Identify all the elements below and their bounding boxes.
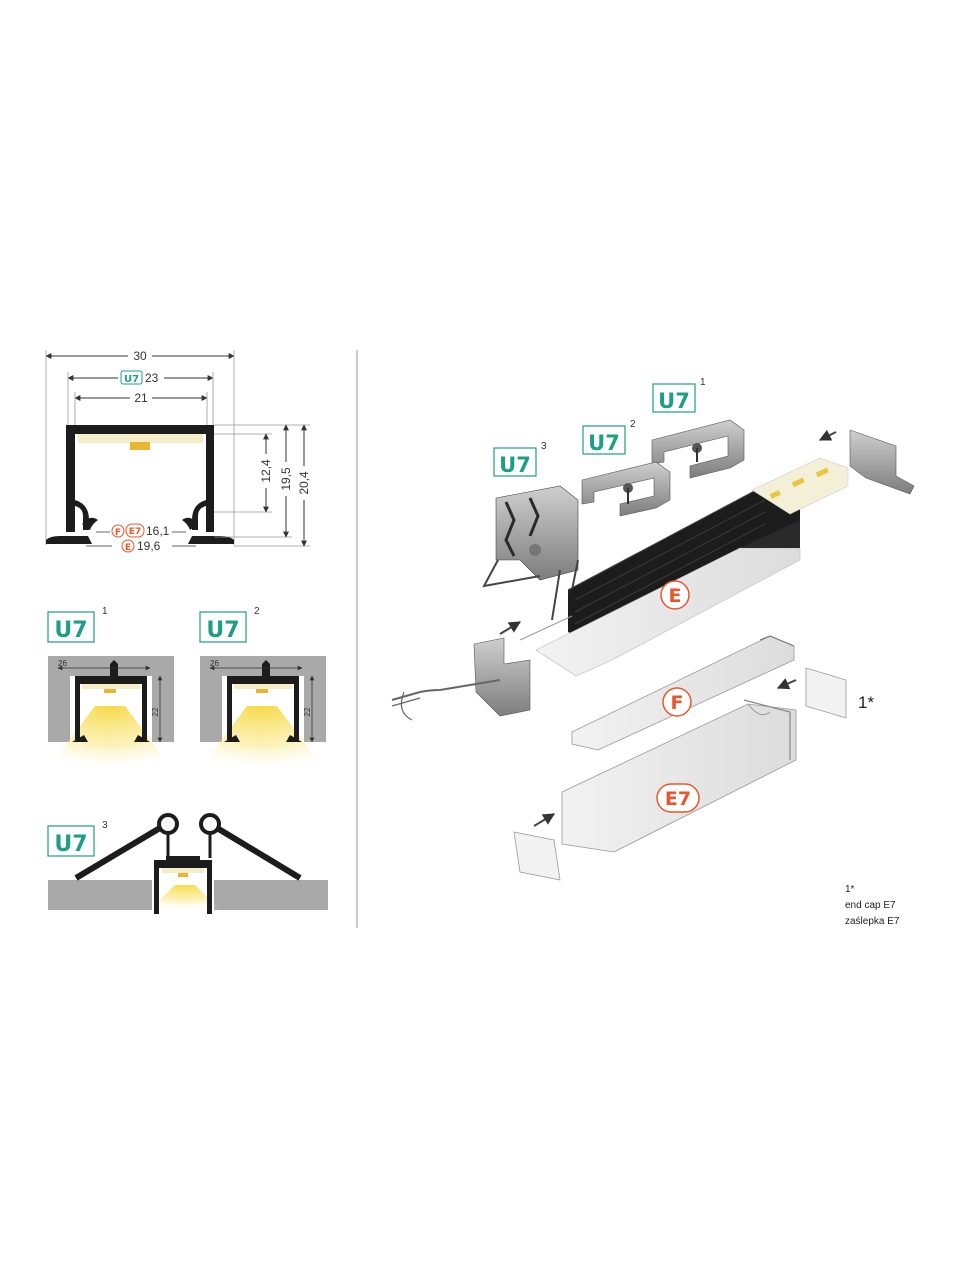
clip-2-index: 2: [630, 419, 636, 430]
u7-1-tag: U7: [54, 618, 87, 643]
clip-2-tag: U7: [588, 431, 620, 455]
dim-width-u7: 23: [145, 371, 159, 385]
dim-width-e: 19,6: [137, 539, 161, 553]
end-cap-e7-bottom: [513, 831, 561, 881]
u7-3-index: 3: [102, 820, 108, 831]
clip-2-frame: [582, 425, 626, 455]
dim-height-c: 20,4: [297, 471, 311, 495]
led-strip: [78, 434, 203, 443]
end-cap-feed: [473, 637, 531, 717]
e-tag: E: [125, 543, 131, 553]
part-f-label: F: [671, 692, 684, 714]
clip-3-tag: U7: [499, 453, 531, 477]
dim-height-b: 19,5: [279, 467, 293, 491]
part-e-badge: [660, 580, 690, 610]
u7-2-depth: 22: [303, 707, 312, 716]
mount-variant-2: U7 2 26 22: [192, 606, 332, 780]
part-e-label: E: [669, 585, 682, 607]
light-beam: [40, 706, 180, 780]
clip-3-index: 3: [541, 441, 547, 452]
u7-tag: U7: [124, 374, 139, 385]
u7-1-width: 26: [58, 659, 67, 668]
u7-2-width: 26: [210, 659, 219, 668]
u7-2-frame: [199, 611, 247, 643]
u7-1-index: 1: [102, 606, 108, 617]
clip-1-frame: [652, 383, 696, 413]
mount-variant-1: U7 1 26 22: [40, 606, 180, 780]
clip-1-index: 1: [700, 377, 706, 388]
dim-width-fe7: 16,1: [146, 524, 170, 538]
dim-width-inner: 21: [134, 391, 148, 405]
cross-section-drawing: 30 U7 23 21 F E7 16,1: [45, 348, 312, 554]
u7-2-tag: U7: [206, 618, 239, 643]
clip-3-frame: [493, 447, 537, 477]
clip-1: [651, 419, 745, 479]
light-beam: [192, 706, 332, 780]
u7-1-depth: 22: [151, 707, 160, 716]
led-chip: [130, 442, 150, 450]
mount-variant-3: U7 3: [47, 813, 328, 914]
u7-2-index: 2: [254, 606, 260, 617]
dim-width-outer: 30: [133, 349, 147, 363]
end-cap-e7: [805, 667, 847, 719]
u7-3-frame: [47, 825, 95, 857]
footnote-line-2: zaślepka E7: [845, 916, 900, 927]
f-tag: F: [115, 528, 121, 538]
clip-1-tag: U7: [658, 389, 690, 413]
e7-tag: E7: [129, 527, 141, 537]
u7-3-tag: U7: [54, 832, 87, 857]
end-cap-ref: 1*: [858, 693, 874, 712]
part-e7-badge: [656, 783, 700, 813]
end-cap: [849, 429, 915, 495]
footnote-ref: 1*: [845, 884, 855, 895]
footnote-line-1: end cap E7: [845, 900, 896, 911]
dim-height-a: 12,4: [259, 459, 273, 483]
part-e7-label: E7: [665, 788, 691, 810]
footnote: 1* end cap E7 zaślepka E7: [845, 884, 900, 927]
exploded-view: U7 1 U7 2 U7 3: [391, 377, 915, 881]
u7-1-frame: [47, 611, 95, 643]
clip-2: [581, 461, 671, 517]
part-f-badge: [662, 687, 692, 717]
